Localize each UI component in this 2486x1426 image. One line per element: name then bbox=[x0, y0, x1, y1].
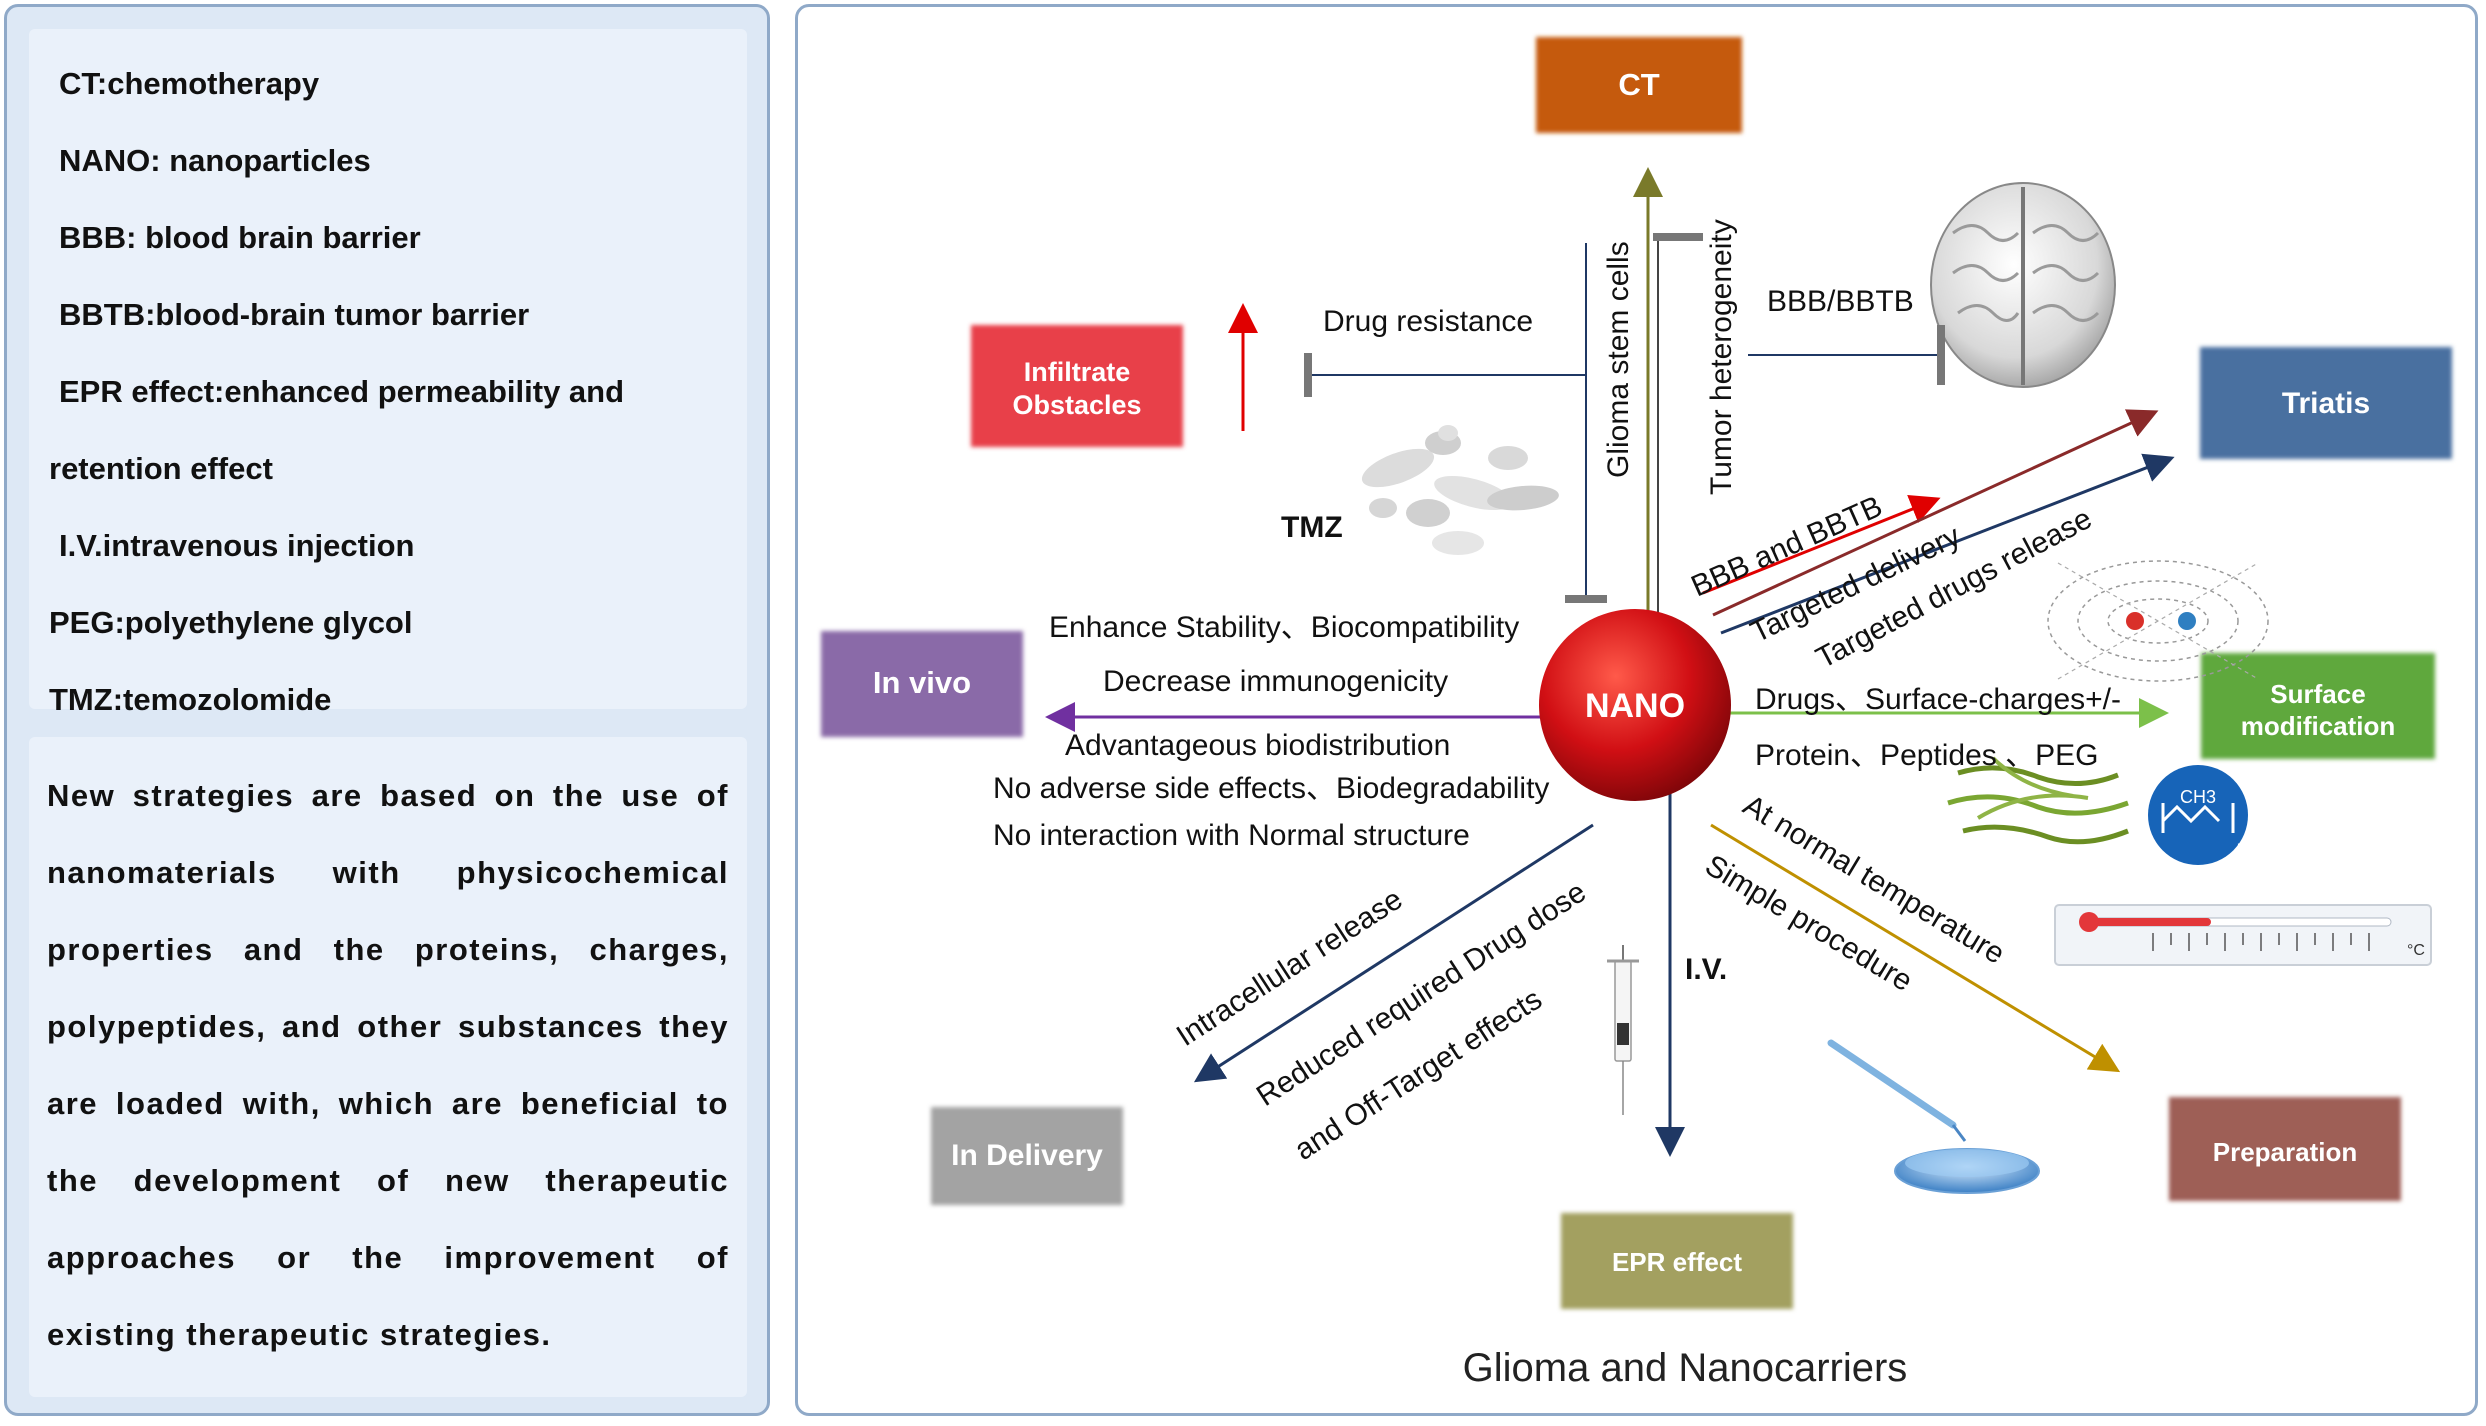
abbrev-iv: I.V.intravenous injection bbox=[59, 528, 415, 563]
box-epr-bg bbox=[1561, 1213, 1793, 1309]
nano-center: NANO bbox=[1539, 609, 1731, 801]
box-in-delivery-bg bbox=[931, 1107, 1123, 1205]
thermometer-ticks bbox=[2152, 933, 2370, 951]
connector-lines bbox=[1045, 167, 2175, 1157]
box-epr: EPR effect bbox=[1561, 1213, 1793, 1309]
box-triatis-bg bbox=[2200, 347, 2452, 459]
abbrev-bbb: BBB: blood brain barrier bbox=[59, 220, 421, 255]
box-surface: Surface modification bbox=[2201, 653, 2435, 759]
arrow-preparation bbox=[1710, 823, 2121, 1073]
box-infiltrate-bg bbox=[971, 325, 1183, 447]
box-in-vivo-bg bbox=[821, 631, 1023, 737]
label-no-interaction: No interaction with Normal structure bbox=[993, 819, 1470, 852]
box-infiltrate: Infiltrate Obstacles bbox=[971, 325, 1183, 447]
abbreviation-list: CT:chemotherapy NANO: nanoparticles BBB:… bbox=[29, 29, 747, 717]
nano-label: NANO bbox=[1585, 687, 1685, 725]
diagram-panel: CT Infiltrate Obstacles Triatis In vivo … bbox=[795, 4, 2478, 1416]
label-no-adverse: No adverse side effects、Biodegradability bbox=[993, 772, 1549, 805]
glioma-nanocarrier-diagram: CT Infiltrate Obstacles Triatis In vivo … bbox=[821, 37, 2452, 1390]
box-surface-label-1: Surface bbox=[2270, 679, 2365, 709]
abbrev-ct: CT:chemotherapy bbox=[59, 66, 320, 101]
brain-icon bbox=[1930, 182, 2116, 388]
box-in-delivery: In Delivery bbox=[931, 1107, 1123, 1205]
legend-panel: CT:chemotherapy NANO: nanoparticles BBB:… bbox=[4, 4, 770, 1416]
arrow-targeted-delivery bbox=[1712, 409, 2159, 617]
box-triatis-label: Triatis bbox=[2282, 387, 2370, 420]
strategy-box: New strategies are based on the use of n… bbox=[29, 737, 747, 1397]
label-iv: I.V. bbox=[1685, 953, 1727, 986]
peg-n-label: n bbox=[2237, 838, 2245, 854]
thermometer-unit: °C bbox=[2407, 942, 2425, 959]
label-tumor-heterogeneity: Tumor heterogeneity bbox=[1705, 219, 1738, 495]
box-infiltrate-label-2: Obstacles bbox=[1012, 390, 1141, 420]
label-decrease-immunogenicity: Decrease immunogenicity bbox=[1103, 665, 1448, 698]
label-drugs-surface: Drugs、Surface-charges+/- bbox=[1755, 683, 2121, 716]
nano-circle bbox=[1539, 609, 1731, 801]
box-preparation: Preparation bbox=[2169, 1097, 2401, 1201]
thermometer-icon: °C bbox=[2054, 904, 2432, 966]
diagram-caption: Glioma and Nanocarriers bbox=[1463, 1346, 1908, 1390]
peg-molecule-icon: CH3 n bbox=[2148, 765, 2248, 865]
pills-icon bbox=[1361, 425, 1559, 555]
box-ct-bg bbox=[1536, 37, 1742, 133]
arrow-bbb-bbtb bbox=[1702, 495, 1941, 595]
box-surface-bg bbox=[2201, 653, 2435, 759]
box-ct: CT bbox=[1536, 37, 1742, 133]
electric-field-icon bbox=[2047, 560, 2269, 682]
arrow-in-delivery bbox=[1193, 823, 1594, 1083]
label-tmz: TMZ bbox=[1281, 511, 1343, 544]
label-advantageous-biodistribution: Advantageous biodistribution bbox=[1065, 729, 1450, 762]
abbrev-epr: EPR effect:enhanced permeability and bbox=[59, 374, 625, 409]
box-surface-label-2: modification bbox=[2241, 711, 2396, 741]
label-protein-peg: Protein、Peptides 、PEG bbox=[1755, 739, 2099, 772]
peg-ch3-label: CH3 bbox=[2180, 787, 2216, 807]
box-ct-label: CT bbox=[1618, 67, 1659, 102]
pipette-dish-icon bbox=[1827, 1039, 2040, 1194]
box-triatis: Triatis bbox=[2200, 347, 2452, 459]
box-in-vivo-label: In vivo bbox=[873, 665, 971, 700]
box-preparation-bg bbox=[2169, 1097, 2401, 1201]
abbrev-peg: PEG:polyethylene glycol bbox=[49, 605, 413, 640]
label-bbb-bbtb: BBB/BBTB bbox=[1767, 285, 1914, 318]
abbrev-tmz: TMZ:temozolomide bbox=[49, 682, 332, 717]
arrow-targeted-release bbox=[1720, 453, 2175, 635]
label-glioma-stem-cells: Glioma stem cells bbox=[1602, 241, 1635, 478]
label-enhance-stability: Enhance Stability、Biocompatibility bbox=[1049, 611, 1519, 644]
box-epr-label: EPR effect bbox=[1612, 1247, 1742, 1277]
strategy-text: New strategies are based on the use of n… bbox=[47, 778, 729, 1352]
abbrev-nano: NANO: nanoparticles bbox=[59, 143, 371, 178]
abbrev-bbtb: BBTB:blood-brain tumor barrier bbox=[59, 297, 530, 332]
syringe-icon bbox=[1607, 945, 1639, 1115]
box-preparation-label: Preparation bbox=[2213, 1137, 2358, 1167]
box-in-vivo: In vivo bbox=[821, 631, 1023, 737]
label-drug-resistance: Drug resistance bbox=[1323, 305, 1533, 338]
box-in-delivery-label: In Delivery bbox=[951, 1139, 1103, 1172]
peptide-strands-icon bbox=[1947, 756, 2129, 845]
box-infiltrate-label-1: Infiltrate bbox=[1024, 357, 1131, 387]
abbrev-epr-cont: retention effect bbox=[49, 451, 273, 486]
